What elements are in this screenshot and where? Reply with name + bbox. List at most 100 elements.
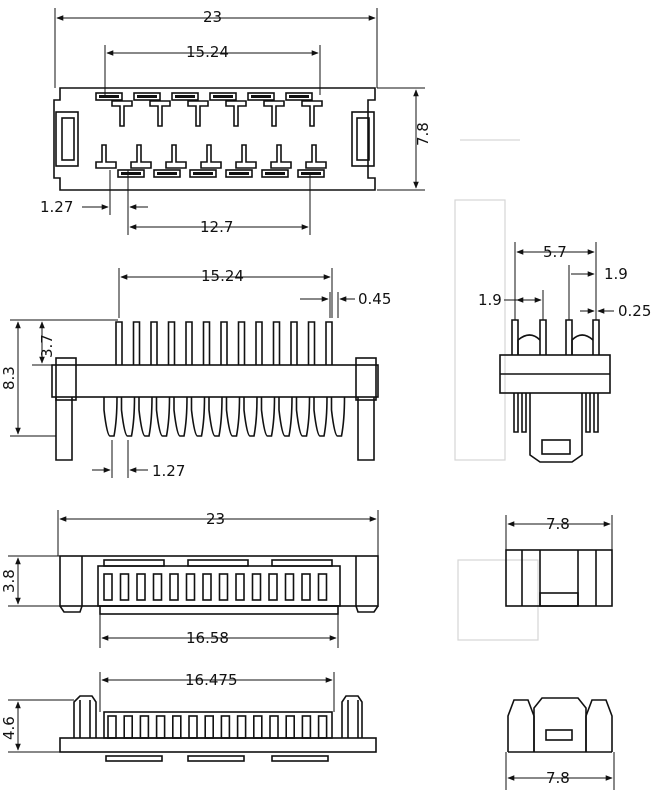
bottom-rib <box>301 573 311 601</box>
top-pin-pad-fill <box>289 95 309 98</box>
dim-side-bottom-width: 7.8 <box>546 515 570 533</box>
dim-side-left-offset: 1.9 <box>478 291 502 309</box>
front-pin-lower <box>120 396 136 437</box>
dim-top-overall-width: 23 <box>203 8 222 26</box>
side-view: 5.7 1.9 1.9 0.25 <box>478 242 651 463</box>
top-view-pins <box>95 92 327 178</box>
top-pin-lower <box>165 144 187 169</box>
top-pin-pad-lower-fill <box>229 172 249 175</box>
dim-front-pin-width: 0.45 <box>358 290 391 308</box>
bottom-view-ribs <box>103 573 328 601</box>
front-pin-upper <box>272 321 281 365</box>
top-pin-lower <box>305 144 327 169</box>
lower-pin <box>317 715 328 739</box>
front-pin-lower <box>260 396 276 437</box>
dim-top-pitch: 1.27 <box>40 198 73 216</box>
lower-pin <box>123 715 133 739</box>
top-pin-lower <box>95 144 117 169</box>
side-bottom-view: 7.8 <box>505 515 613 607</box>
top-pin-lower <box>270 144 292 169</box>
top-pin-upper <box>111 100 133 127</box>
front-pin-upper <box>115 321 123 365</box>
bottom-rib <box>152 573 163 601</box>
lower-pin <box>107 715 117 739</box>
top-pin-upper <box>187 100 209 127</box>
top-pin-pad-lower-fill <box>157 172 177 175</box>
lower-pin <box>172 715 182 739</box>
dim-bottom-slot-width: 16.58 <box>186 629 229 647</box>
top-pin-pad-fill <box>99 95 119 98</box>
dim-front-upper-pin-height: 3.7 <box>38 334 56 358</box>
front-pin-lower <box>208 396 223 437</box>
dim-lower-slot-width: 16.475 <box>185 671 238 689</box>
dim-bottom-overall-width: 23 <box>206 510 225 528</box>
front-pin-upper <box>290 321 298 365</box>
top-pin-lower <box>130 144 152 169</box>
front-pin-upper <box>202 321 211 365</box>
bottom-rib <box>119 573 130 601</box>
lower-pin <box>236 715 247 739</box>
front-view: 15.24 0.45 8.3 3.7 1.27 <box>0 267 391 480</box>
dim-front-pitch: 1.27 <box>152 462 185 480</box>
bottom-rib <box>235 573 245 601</box>
front-pin-upper <box>150 321 158 365</box>
front-pin-upper <box>325 321 333 365</box>
lower-pin <box>301 715 312 739</box>
front-pin-lower <box>243 396 258 437</box>
dim-side-lower-width: 7.8 <box>546 769 570 787</box>
bottom-rib <box>136 573 146 601</box>
top-pin-pad-lower-fill <box>121 172 141 175</box>
lower-pin <box>139 715 150 739</box>
bottom-rib <box>284 573 295 601</box>
dim-front-total-height: 8.3 <box>0 366 18 390</box>
dim-lower-height: 4.6 <box>0 716 18 740</box>
top-pin-pad-fill <box>251 95 271 98</box>
front-pin-lower <box>278 396 293 437</box>
dim-top-height: 7.8 <box>414 122 432 146</box>
lower-pin <box>220 715 231 739</box>
top-pin-pad-lower-fill <box>301 172 321 175</box>
dim-front-pin-span: 15.24 <box>201 267 244 285</box>
top-pin-pad-fill <box>213 95 233 98</box>
bottom-rib <box>317 573 328 601</box>
top-pin-pad-fill <box>137 95 157 98</box>
front-pin-lower <box>103 396 118 437</box>
scan-ghost-marks <box>454 139 539 641</box>
bottom-view: 23 3.8 16.58 <box>0 510 379 648</box>
front-pin-lower <box>173 396 188 437</box>
front-pin-lower <box>155 396 171 437</box>
front-pin-upper <box>185 321 193 365</box>
dim-bottom-height: 3.8 <box>0 569 18 593</box>
front-pin-lower <box>313 396 328 437</box>
front-pin-upper <box>237 321 246 365</box>
front-pin-upper <box>132 321 141 365</box>
bottom-rib <box>169 573 179 601</box>
bottom-rib <box>268 573 278 601</box>
top-pin-lower <box>235 144 257 169</box>
top-pin-upper <box>225 100 247 127</box>
front-pin-upper <box>307 321 316 365</box>
lower-view: 16.475 4.6 <box>0 671 377 762</box>
dim-side-width: 5.7 <box>543 243 567 261</box>
lower-pin <box>253 715 263 739</box>
dim-top-row-span: 12.7 <box>200 218 233 236</box>
bottom-rib <box>202 573 212 601</box>
front-pin-upper <box>255 321 263 365</box>
top-pin-pad-fill <box>175 95 195 98</box>
lower-pin <box>155 715 166 739</box>
lower-view-pins <box>107 715 328 739</box>
top-pin-upper <box>301 100 323 127</box>
lower-pin <box>285 715 296 739</box>
lower-pin <box>204 715 214 739</box>
bottom-rib <box>103 573 113 601</box>
dim-side-pin-offset: 1.9 <box>604 265 628 283</box>
bottom-rib <box>218 573 229 601</box>
front-pin-upper <box>220 321 228 365</box>
front-pin-lower <box>330 396 346 437</box>
top-pin-lower <box>200 144 222 169</box>
dim-side-pin-thickness: 0.25 <box>618 302 651 320</box>
front-pin-lower <box>295 396 311 437</box>
top-pin-upper <box>149 100 171 127</box>
front-pin-lower <box>138 396 153 437</box>
